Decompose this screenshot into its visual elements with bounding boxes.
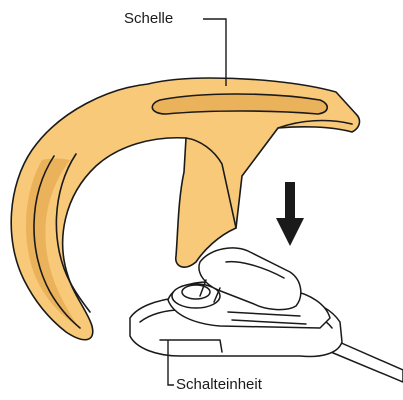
arrow-down-icon bbox=[276, 182, 304, 246]
clamp-top-recess bbox=[152, 94, 327, 114]
switch-unit-label: Schalteinheit bbox=[176, 376, 262, 394]
socket-ring-inner bbox=[182, 285, 210, 299]
clamp-label: Schelle bbox=[124, 10, 173, 28]
leader-line-clamp bbox=[203, 19, 226, 86]
switch-unit-illustration bbox=[130, 248, 403, 382]
